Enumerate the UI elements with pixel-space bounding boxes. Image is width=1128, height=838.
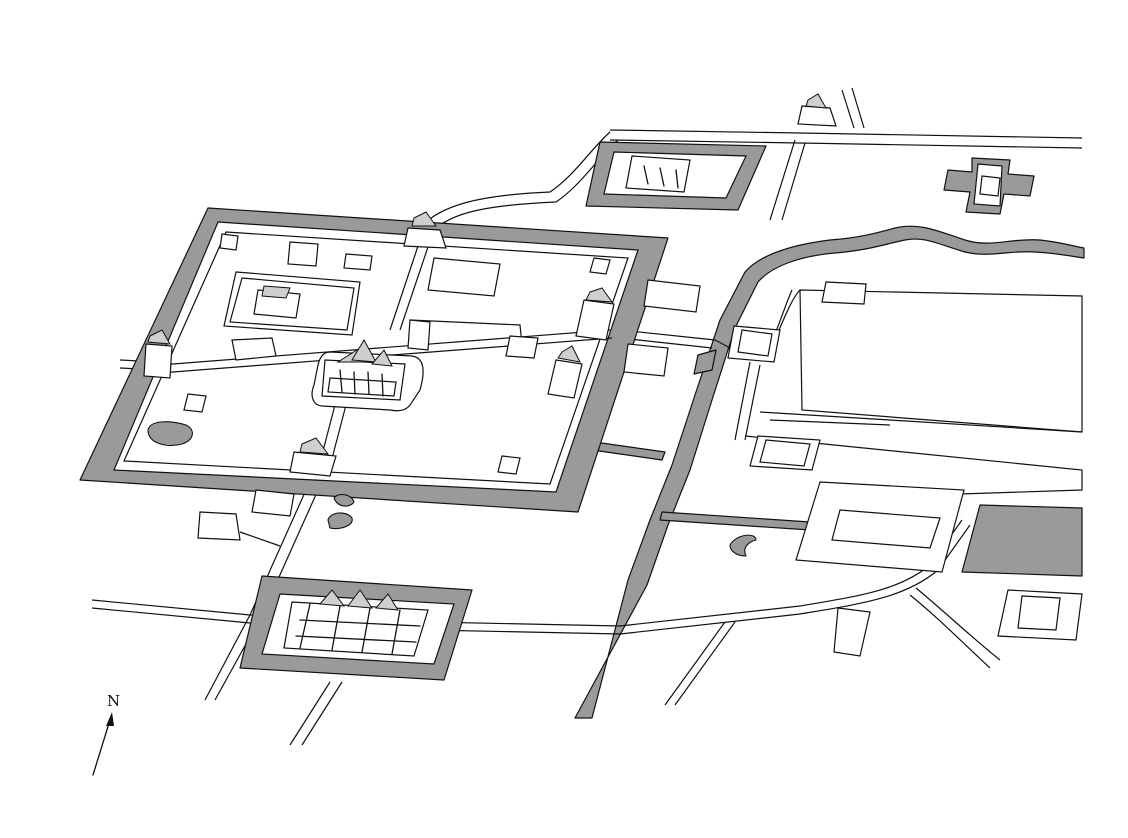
southeast-buildings xyxy=(749,435,1083,657)
north-arrow: N xyxy=(92,692,120,776)
corner-shrine-se xyxy=(497,455,521,475)
nw-palace-roof xyxy=(261,285,291,299)
central-temple xyxy=(321,338,406,401)
pond-3 xyxy=(729,534,757,557)
shrine-sw-1 xyxy=(251,489,295,517)
north-shrine xyxy=(797,93,837,127)
shrine-small-1 xyxy=(343,253,373,271)
east-gate-south xyxy=(547,345,583,399)
terrace-north xyxy=(287,241,319,267)
canal xyxy=(574,225,1085,719)
stepped-pyramid xyxy=(231,337,277,361)
east-fields xyxy=(744,289,1083,495)
corner-shrine-ne xyxy=(589,257,611,275)
pond-2 xyxy=(333,493,355,507)
shrine-small-2 xyxy=(407,319,431,351)
south-temple-enclosure xyxy=(239,575,473,681)
west-gate xyxy=(143,329,173,379)
corner-shrine-nw xyxy=(219,233,239,251)
shrine-sw-2 xyxy=(197,511,241,541)
north-gate xyxy=(403,211,447,249)
north-arrow-icon xyxy=(92,712,114,776)
northeast-enclosure xyxy=(585,141,767,211)
temples xyxy=(143,211,757,557)
east-gate-north xyxy=(575,287,615,341)
east-central-buildings xyxy=(623,279,867,377)
south-gate xyxy=(289,437,337,477)
corner-shrine-sw xyxy=(183,393,207,413)
north-label: N xyxy=(107,692,120,710)
pond-1 xyxy=(327,512,353,530)
cross-temple xyxy=(943,157,1035,215)
road-network xyxy=(91,87,1083,746)
shrine-group-north xyxy=(427,257,501,297)
shrine-east-inner xyxy=(505,335,539,359)
